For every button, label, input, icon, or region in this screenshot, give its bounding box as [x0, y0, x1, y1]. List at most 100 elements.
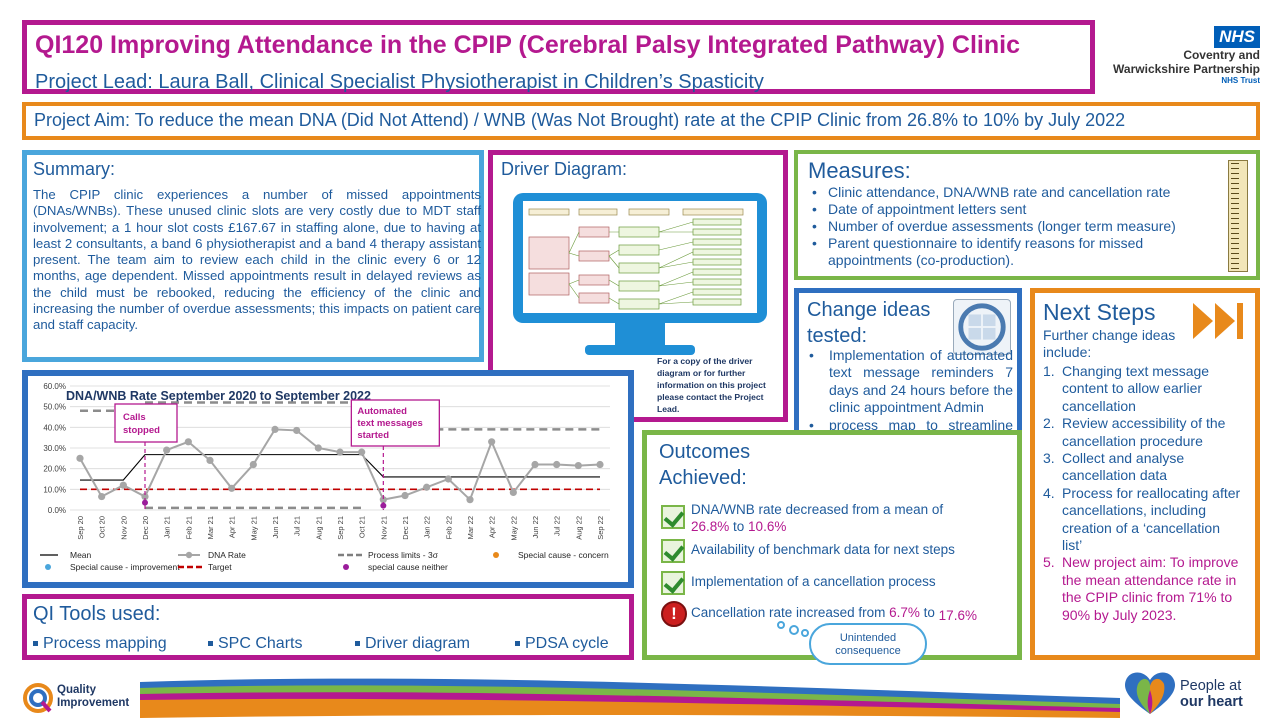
x-tick-label: Aug 21: [314, 516, 323, 540]
legend-label: Mean: [70, 550, 92, 560]
dna-rate-point: [163, 446, 171, 454]
list-item: SPC Charts: [208, 635, 302, 653]
legend-label: DNA Rate: [208, 550, 246, 560]
dna-rate-point: [141, 492, 149, 501]
y-tick-label: 20.0%: [43, 465, 66, 474]
x-tick-label: Jan 22: [423, 516, 432, 539]
outcomes-panel: Outcomes Achieved: DNA/WNB rate decrease…: [642, 430, 1022, 665]
dna-rate-point: [119, 481, 127, 489]
x-tick-label: May 22: [509, 516, 518, 541]
item-number: 1.: [1043, 363, 1055, 379]
x-tick-label: Oct 21: [358, 516, 367, 538]
x-tick-label: Sep 20: [76, 516, 85, 540]
dna-rate-point: [379, 496, 387, 504]
y-tick-label: 10.0%: [43, 485, 66, 494]
check-icon: [661, 571, 685, 595]
nhs-logo: NHS Coventry and Warwickshire Partnershi…: [1108, 26, 1260, 96]
monitor-illustration: [513, 193, 767, 355]
item-number: 4.: [1043, 484, 1055, 501]
dna-rate-point: [98, 492, 106, 501]
dna-rate-point: [466, 496, 474, 504]
dna-rate-point: [293, 426, 301, 435]
x-tick-label: Feb 22: [444, 516, 453, 539]
ruler-icon: [1228, 160, 1248, 272]
outcome-3: Implementation of a cancellation process: [691, 574, 936, 589]
x-tick-label: Sep 22: [596, 516, 605, 540]
special-cause-point: [380, 502, 387, 509]
legend-swatch: [493, 552, 499, 558]
list-item: Date of appointment letters sent: [812, 201, 1222, 218]
legend-label: special cause neither: [368, 562, 448, 572]
nhs-trust-line3: NHS Trust: [1221, 76, 1260, 85]
x-tick-label: Sep 21: [336, 516, 345, 540]
legend-swatch: [185, 551, 193, 559]
qi-line1: Quality: [57, 684, 96, 696]
chart-title: DNA/WNB Rate September 2020 to September…: [66, 389, 371, 403]
thought-bubble-dot: [789, 625, 799, 635]
list-item: 2. Review accessibility of the cancellati…: [1043, 415, 1243, 450]
footer-swoosh: [140, 678, 1120, 718]
dna-rate-point: [271, 425, 279, 433]
annotation-box: [350, 399, 440, 447]
nhs-badge: NHS: [1214, 26, 1260, 48]
outcomes-title: Outcomes Achieved:: [659, 439, 789, 491]
list-item: Driver diagram: [355, 635, 470, 653]
summary-panel: Summary: The CPIP clinic experiences a n…: [22, 150, 484, 362]
item-number: 2.: [1043, 415, 1055, 432]
dna-rate-point: [553, 460, 561, 469]
list-item: Number of overdue assessments (longer te…: [812, 218, 1222, 235]
list-item: Process mapping: [33, 635, 167, 653]
bullet-icon: [208, 641, 213, 647]
x-tick-label: Nov 20: [119, 516, 128, 540]
unintended-consequence-cloud: Unintended consequence: [809, 623, 927, 665]
dna-rate-point: [531, 460, 539, 469]
dna-rate-point: [574, 461, 582, 470]
x-tick-label: Aug 22: [574, 516, 583, 540]
dna-rate-point: [488, 438, 496, 446]
item-number: 3.: [1043, 450, 1055, 467]
list-item: 4. Process for reallocating after cancell…: [1043, 485, 1243, 555]
list-item: PDSA cycle: [515, 635, 609, 653]
list-item: Clinic attendance, DNA/WNB rate and canc…: [812, 184, 1222, 201]
y-tick-label: 60.0%: [43, 382, 66, 391]
annotation-label: stopped: [123, 425, 160, 436]
x-tick-label: Feb 21: [184, 516, 193, 539]
item-text: Process for reallocating after cancellat…: [1062, 484, 1241, 554]
fast-forward-icon: [1193, 303, 1243, 339]
dna-rate-point: [249, 460, 257, 469]
bullet-icon: [33, 641, 38, 647]
x-tick-label: Jul 21: [293, 516, 302, 536]
next-steps-list: 1. Changing text message content to allow…: [1043, 363, 1243, 624]
project-aim: Project Aim: To reduce the mean DNA (Did…: [34, 110, 1126, 130]
item-text: New project aim: To improve the mean att…: [1062, 554, 1239, 623]
annotation-label: Calls: [123, 412, 146, 423]
quality-improvement-text: Quality Improvement: [57, 684, 129, 710]
dna-rate-point: [423, 483, 431, 491]
dna-rate-point: [336, 448, 344, 456]
people-at-our-heart-text: People at our heart: [1180, 678, 1243, 710]
title-panel: QI120 Improving Attendance in the CPIP (…: [22, 20, 1095, 94]
x-tick-label: Dec 20: [141, 516, 150, 540]
y-tick-label: 40.0%: [43, 423, 66, 432]
item-text: Changing text message content to allow e…: [1062, 363, 1210, 414]
summary-title: Summary:: [33, 159, 116, 179]
x-tick-label: Jan 21: [163, 516, 172, 539]
legend-label: Process limits - 3σ: [368, 550, 439, 560]
measures-panel: Measures: Clinic attendance, DNA/WNB rat…: [794, 150, 1260, 280]
x-tick-label: Apr 21: [228, 516, 237, 538]
nhs-trust-line2: Warwickshire Partnership: [1113, 62, 1260, 76]
legend-label: Special cause - concern: [518, 550, 609, 560]
qi-tools-panel: QI Tools used: Process mapping SPC Chart…: [22, 594, 634, 660]
next-steps-panel: Next Steps Further change ideas include:…: [1030, 288, 1260, 660]
qi-tools-list: Process mapping SPC Charts Driver diagra…: [33, 635, 623, 655]
dna-rate-point: [184, 438, 192, 446]
x-tick-label: Mar 22: [466, 516, 475, 539]
item-text: Review accessibility of the cancellation…: [1062, 415, 1226, 449]
x-tick-label: Oct 20: [98, 516, 107, 538]
x-tick-label: Jun 22: [531, 516, 540, 539]
pah-line2: our heart: [1180, 694, 1243, 710]
x-tick-label: Apr 22: [488, 516, 497, 538]
list-item: Implementation of automated text message…: [807, 347, 1013, 417]
x-tick-label: Dec 21: [401, 516, 410, 540]
x-tick-label: Jun 21: [271, 516, 280, 539]
